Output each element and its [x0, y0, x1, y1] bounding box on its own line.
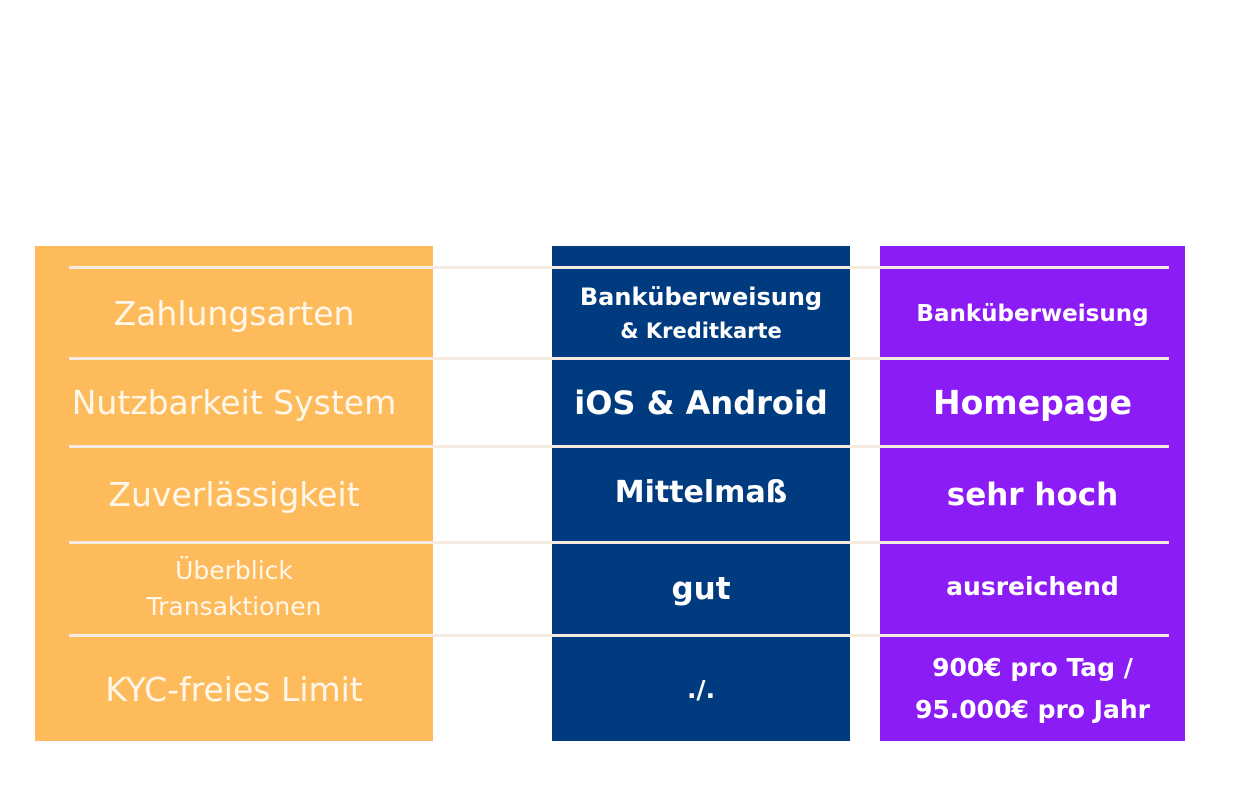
- middle-value-transactions-overview: gut: [552, 544, 850, 634]
- row-label-text: Überblick: [175, 556, 293, 585]
- value-line: gut: [671, 571, 731, 607]
- value-line: Homepage: [933, 383, 1132, 422]
- value-line: sehr hoch: [946, 476, 1119, 513]
- value-line: Mittelmaß: [614, 474, 788, 510]
- row-label-text: Transaktionen: [146, 592, 322, 621]
- middle-value-reliability: Mittelmaß: [552, 448, 850, 536]
- value-line: Banküberweisung: [579, 282, 823, 311]
- right-value-kyc-limit: 900€ pro Tag / 95.000€ pro Jahr: [880, 637, 1185, 741]
- right-value-payment-methods: Banküberweisung: [880, 270, 1185, 357]
- middle-value-payment-methods: Banküberweisung & Kreditkarte: [552, 270, 850, 357]
- value-line: & Kreditkarte: [620, 318, 782, 343]
- row-label-usability: Nutzbarkeit System: [35, 360, 433, 445]
- row-divider: [69, 541, 1169, 544]
- middle-column: [552, 246, 850, 741]
- value-line: Banküberweisung: [916, 300, 1149, 327]
- right-column: [880, 246, 1185, 741]
- row-label-reliability: Zuverlässigkeit: [35, 448, 433, 541]
- row-label-text: KYC-freies Limit: [105, 669, 363, 709]
- row-label-transactions-overview: Überblick Transaktionen: [35, 544, 433, 634]
- value-line: iOS & Android: [574, 383, 828, 422]
- row-label-text: Zuverlässigkeit: [108, 475, 360, 514]
- label-column: [35, 246, 433, 741]
- value-line: ./.: [686, 674, 716, 704]
- row-label-text: Zahlungsarten: [113, 294, 355, 333]
- middle-value-kyc-limit: ./.: [552, 637, 850, 741]
- value-line: 900€ pro Tag /: [932, 653, 1133, 682]
- row-divider: [69, 634, 1169, 637]
- value-line: 95.000€ pro Jahr: [915, 695, 1150, 724]
- row-label-kyc-limit: KYC-freies Limit: [35, 637, 433, 741]
- row-divider: [69, 357, 1169, 360]
- value-line: ausreichend: [946, 571, 1119, 601]
- row-label-text: Nutzbarkeit System: [71, 383, 397, 422]
- middle-value-usability: iOS & Android: [552, 360, 850, 445]
- right-value-usability: Homepage: [880, 360, 1185, 445]
- row-divider: [69, 266, 1169, 269]
- row-divider: [69, 445, 1169, 448]
- row-label-payment-methods: Zahlungsarten: [35, 270, 433, 357]
- right-value-reliability: sehr hoch: [880, 448, 1185, 541]
- right-value-transactions-overview: ausreichend: [880, 544, 1185, 628]
